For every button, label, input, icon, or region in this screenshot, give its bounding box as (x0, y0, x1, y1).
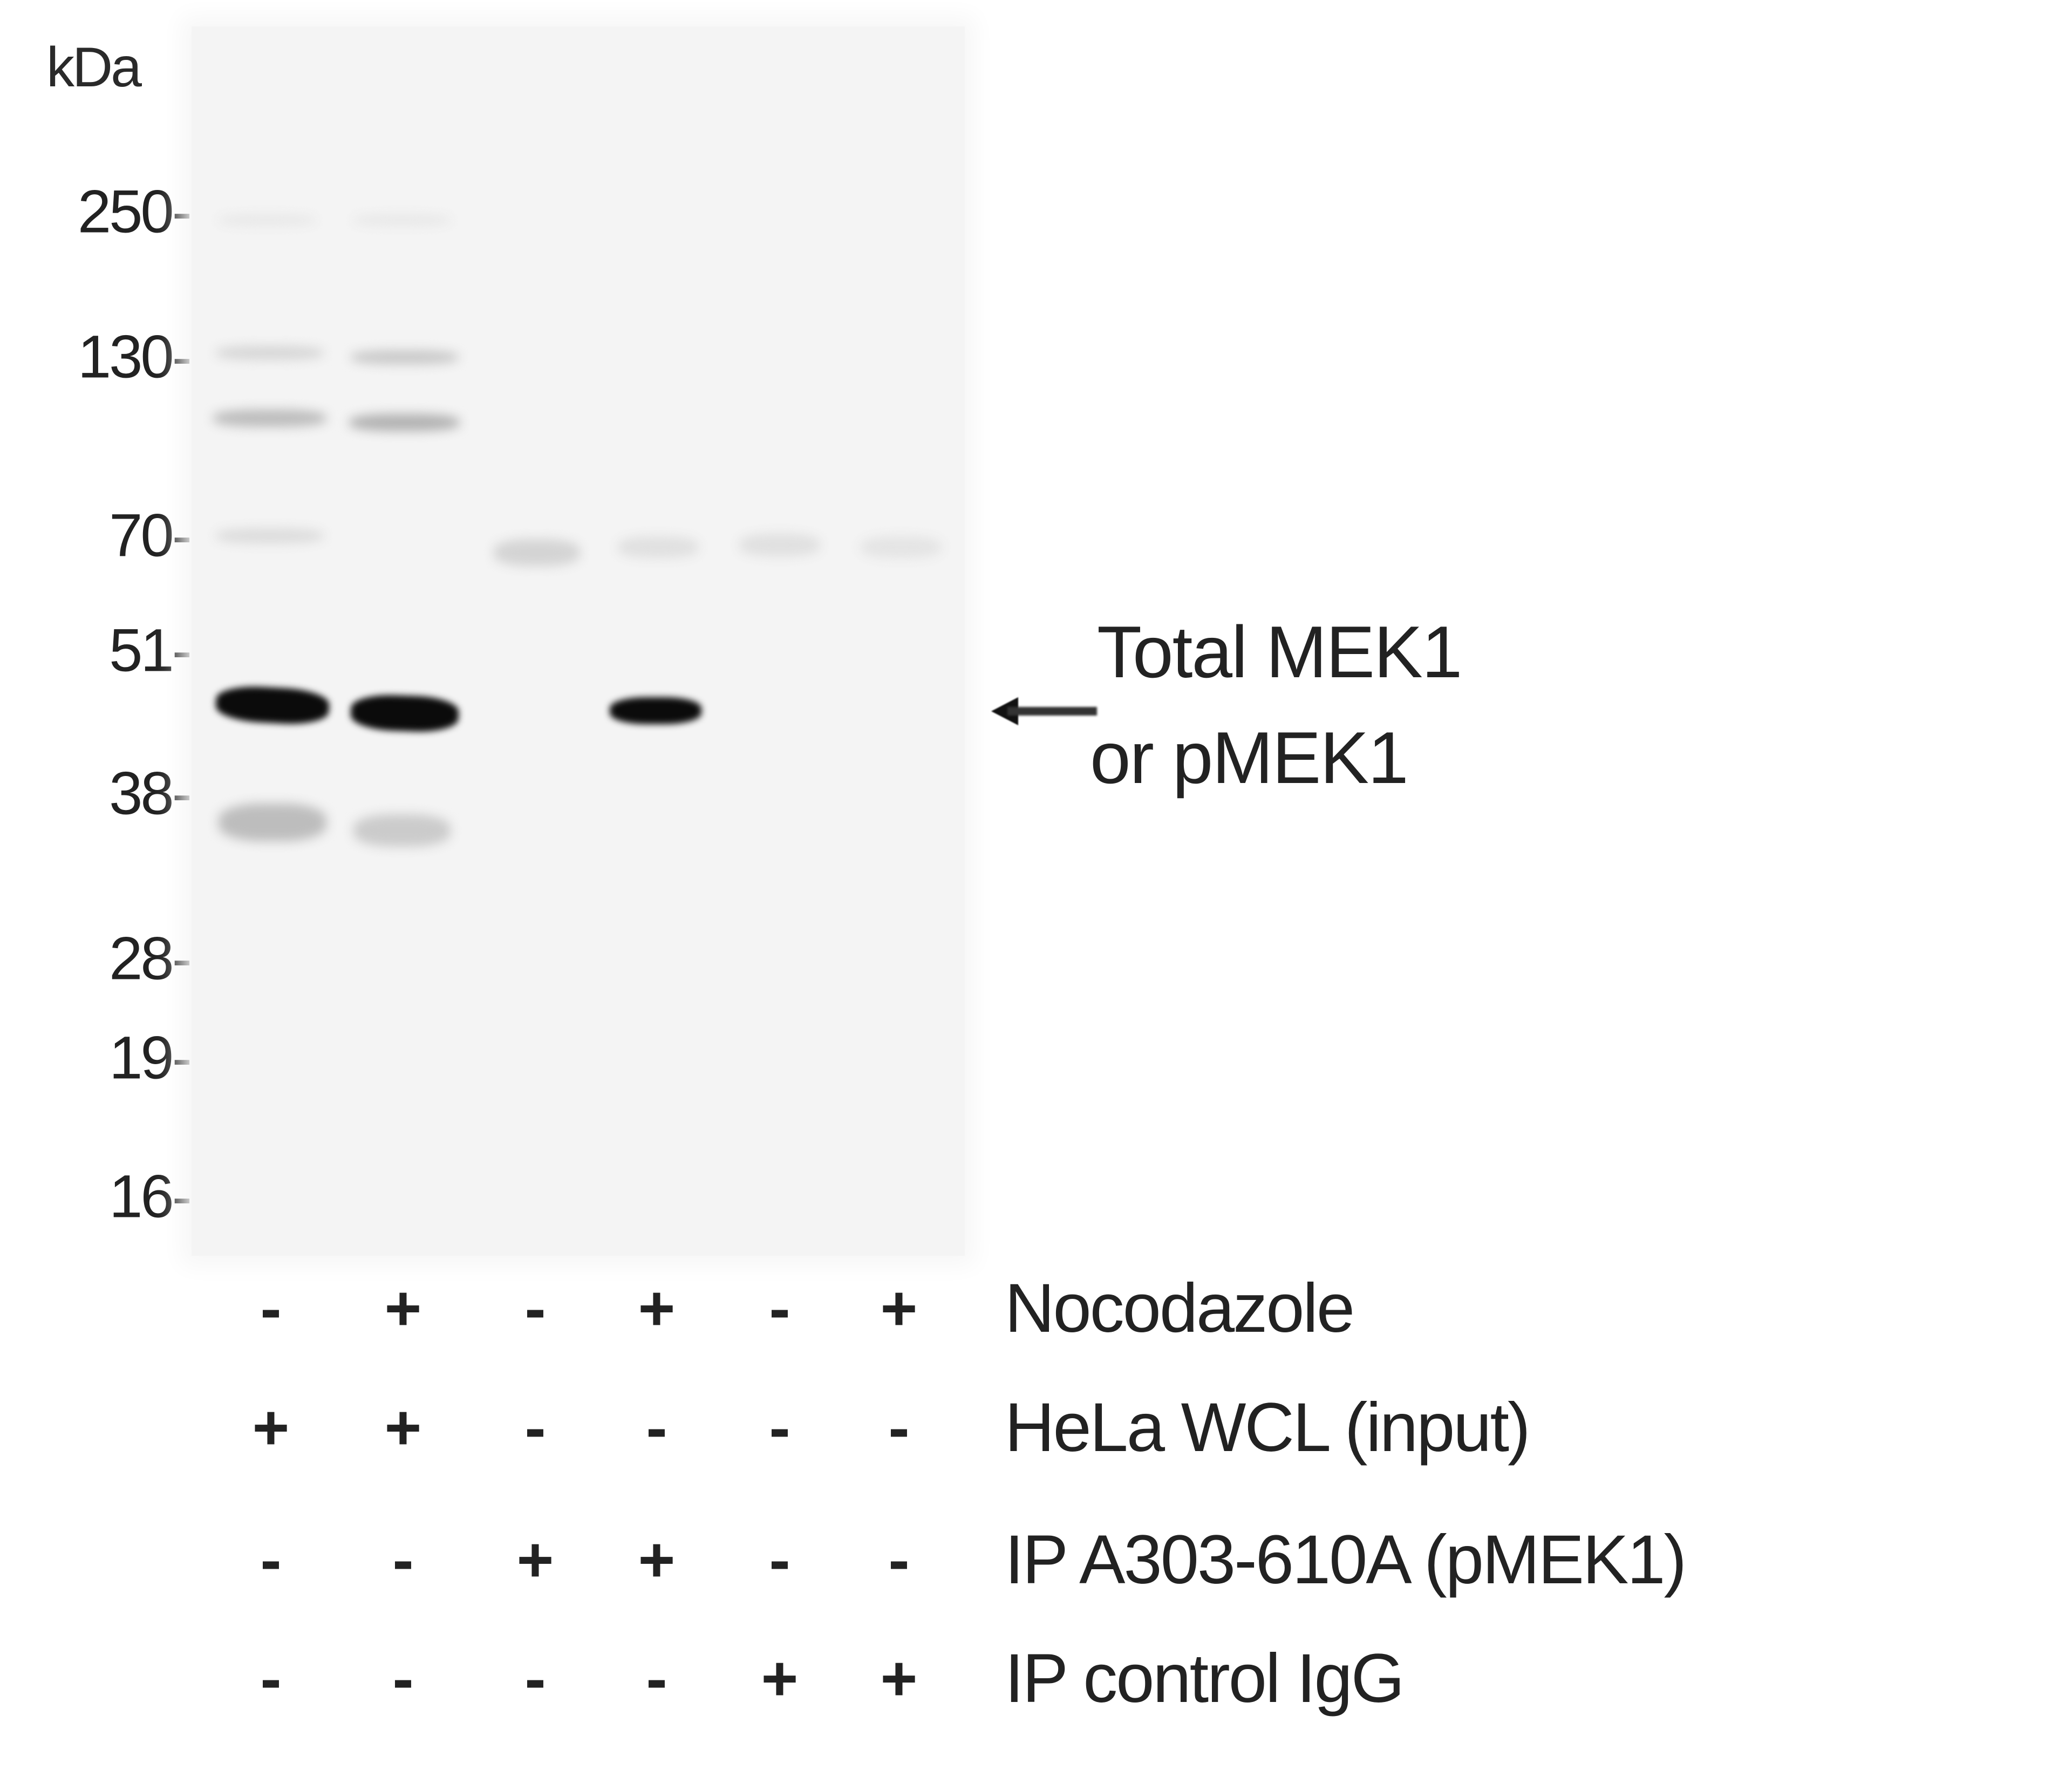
mw-marker-51: 51- (109, 616, 192, 684)
mw-marker-19: 19- (109, 1024, 192, 1092)
band-lane1-110 (213, 410, 326, 427)
mw-marker-28: 28- (109, 924, 192, 992)
condition-sign-row1-lane4: + (638, 1273, 676, 1344)
condition-label-row3: IP A303-610A (pMEK1) (1005, 1521, 1687, 1598)
condition-sign-row3-lane2: - (392, 1524, 414, 1596)
condition-sign-row3-lane3: + (516, 1524, 554, 1596)
target-label-line1: Total MEK1 (1097, 611, 1462, 693)
condition-sign-row4-lane6: + (880, 1643, 918, 1714)
condition-label-row2: HeLa WCL (input) (1005, 1389, 1531, 1466)
band-lane2-110 (349, 414, 460, 431)
condition-sign-row2-lane4: - (646, 1392, 667, 1463)
condition-sign-row2-lane5: - (769, 1392, 790, 1463)
condition-sign-row2-lane6: - (888, 1392, 910, 1463)
condition-label-row1: Nocodazole (1005, 1270, 1355, 1347)
kda-unit-label: kDa (46, 36, 142, 99)
target-label-line2: or pMEK1 (1090, 717, 1409, 799)
condition-sign-row1-lane1: - (260, 1273, 282, 1344)
condition-sign-row4-lane1: - (260, 1643, 282, 1714)
mw-marker-130: 130- (77, 323, 192, 391)
condition-sign-row3-lane4: + (638, 1524, 676, 1596)
condition-sign-row1-lane3: - (524, 1273, 546, 1344)
condition-sign-row4-lane2: - (392, 1643, 414, 1714)
band-lane2-250 (353, 215, 451, 225)
condition-sign-row3-lane5: - (769, 1524, 790, 1596)
mw-marker-70: 70- (109, 501, 192, 569)
condition-sign-row1-lane5: - (769, 1273, 790, 1344)
condition-sign-row1-lane2: + (384, 1273, 422, 1344)
band-lane5-heavy-chain (739, 534, 820, 556)
band-lane2-mek1 (350, 693, 460, 733)
band-lane4-heavy-chain (618, 536, 699, 558)
condition-sign-row2-lane1: + (252, 1392, 290, 1463)
condition-sign-row1-lane6: + (880, 1273, 918, 1344)
mw-marker-16: 16- (109, 1162, 192, 1230)
band-lane1-mek1 (215, 684, 330, 726)
band-lane1-250 (219, 215, 316, 225)
mw-marker-38: 38- (109, 759, 192, 827)
condition-sign-row3-lane6: - (888, 1524, 910, 1596)
band-lane2-135 (351, 350, 459, 364)
blot-membrane (192, 26, 965, 1256)
band-lane1-135 (216, 346, 324, 360)
mw-marker-250: 250- (77, 178, 192, 246)
condition-sign-row3-lane1: - (260, 1524, 282, 1596)
condition-sign-row2-lane2: + (384, 1392, 422, 1463)
band-lane1-70 (216, 528, 324, 543)
condition-sign-row4-lane4: - (646, 1643, 667, 1714)
band-lane2-36 (353, 814, 451, 847)
arrow-shaft (1007, 707, 1097, 716)
band-lane4-mek1 (610, 697, 701, 724)
condition-sign-row4-lane5: + (761, 1643, 799, 1714)
band-lane6-heavy-chain (861, 536, 942, 558)
condition-label-row4: IP control IgG (1005, 1640, 1405, 1717)
band-lane1-36 (219, 804, 326, 841)
band-lane3-heavy-chain (494, 539, 580, 566)
condition-sign-row2-lane3: - (524, 1392, 546, 1463)
condition-sign-row4-lane3: - (524, 1643, 546, 1714)
